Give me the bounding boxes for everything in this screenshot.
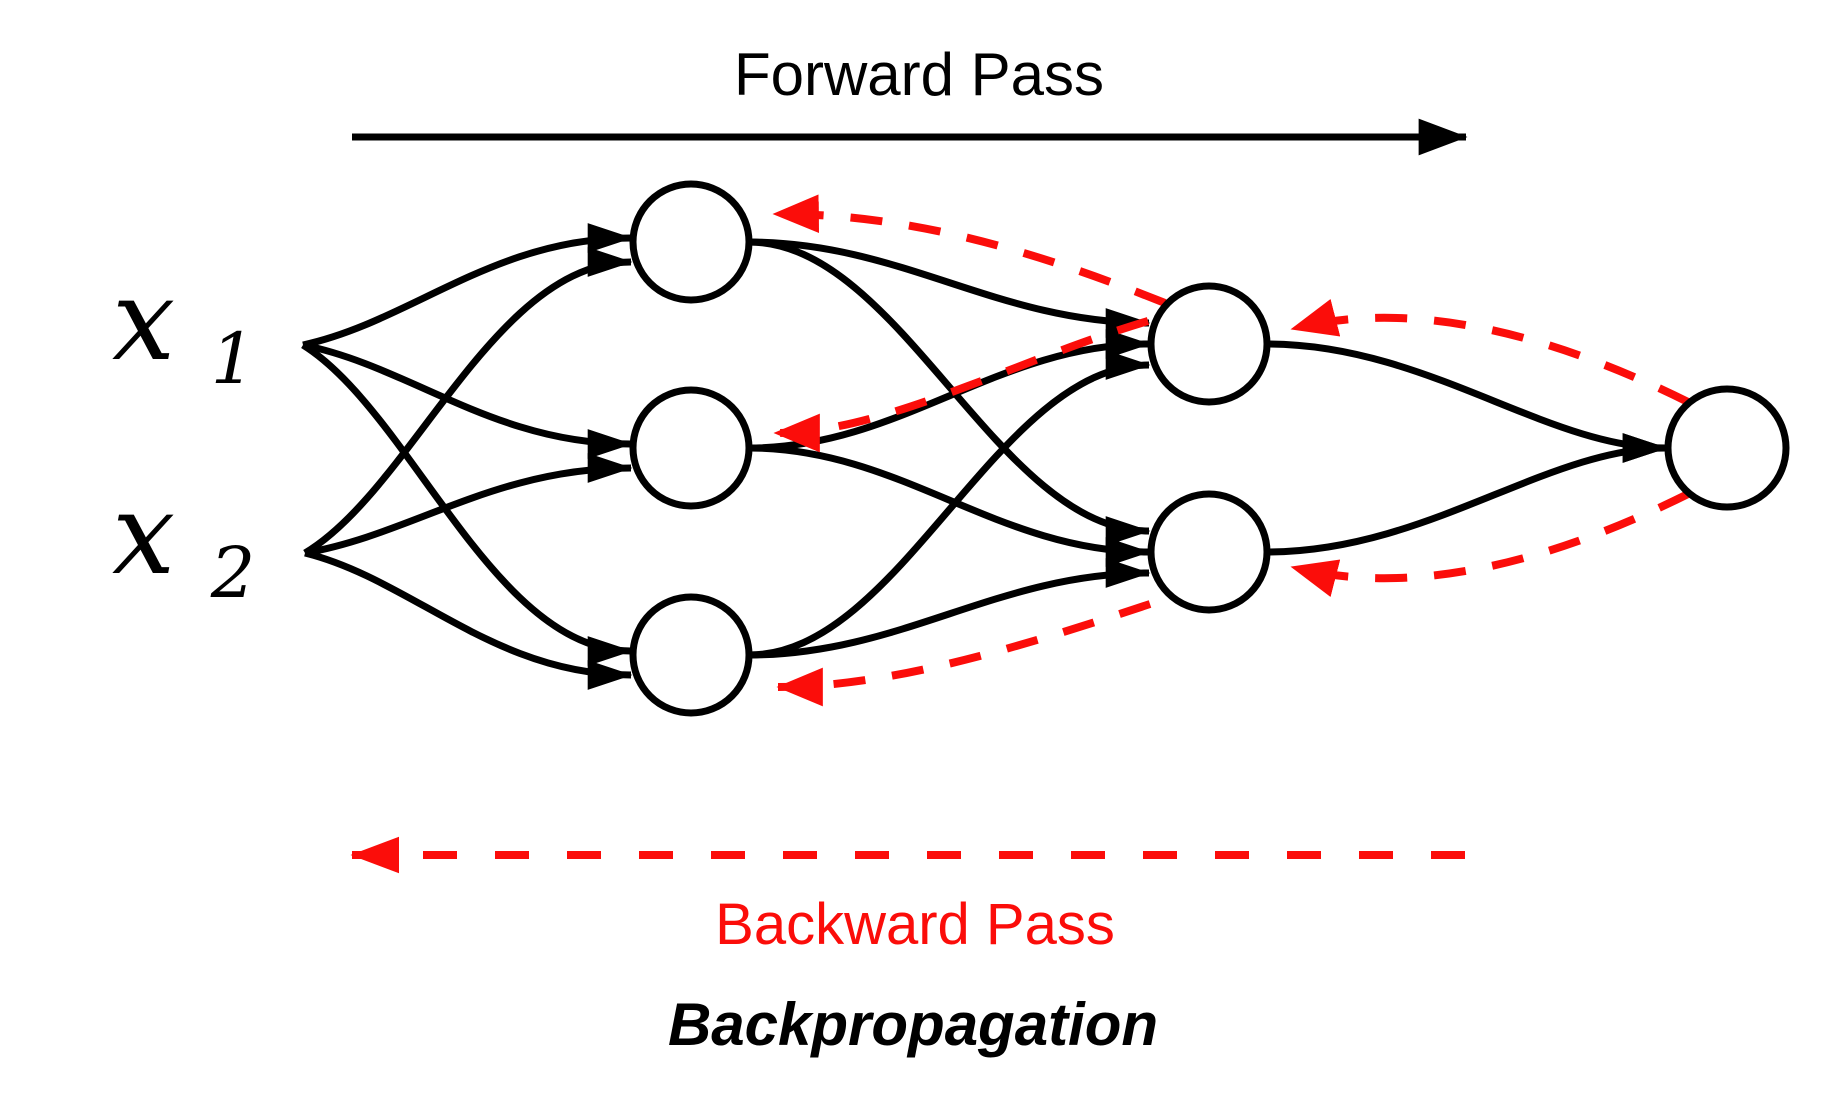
forward-edge — [303, 247, 633, 557]
forward-pass-label: Forward Pass — [734, 41, 1104, 108]
neuron-node-hidden1 — [629, 180, 753, 304]
backward-edge — [1290, 490, 1690, 597]
forward-edge — [1266, 433, 1668, 556]
forward-edge — [748, 350, 1151, 659]
forward-edge — [1266, 340, 1668, 463]
forward-edge — [302, 341, 633, 459]
forward-edge — [301, 342, 633, 666]
neuron-node-hidden2 — [1147, 282, 1271, 406]
backward-edge — [1290, 299, 1690, 406]
neuron-node-hidden2 — [1147, 490, 1271, 614]
forward-edge — [748, 238, 1151, 546]
input-label-x1-base: x — [112, 256, 175, 386]
neuron-node-hidden1 — [629, 386, 753, 510]
input-label-x2-subscript: 2 — [210, 532, 256, 614]
input-label-x2-base: x — [112, 470, 175, 600]
backward-edge — [776, 600, 1152, 707]
input-label-x2: x 2 — [112, 470, 255, 614]
forward-edge — [748, 444, 1151, 567]
caption-backpropagation: Backpropagation — [668, 991, 1158, 1058]
forward-edge — [302, 223, 633, 349]
forward-edge — [304, 549, 633, 690]
forward-edge — [748, 558, 1151, 659]
network-diagram-layer — [301, 118, 1790, 874]
forward-edge — [304, 453, 633, 557]
backward-pass-label: Backward Pass — [715, 892, 1115, 957]
input-label-x1-subscript: 1 — [211, 318, 256, 400]
forward-edge — [748, 238, 1151, 338]
input-label-x1: x 1 — [112, 256, 255, 400]
neuron-node-hidden1 — [629, 593, 753, 717]
neuron-node-output — [1664, 385, 1790, 511]
backward-edge — [772, 194, 1167, 307]
